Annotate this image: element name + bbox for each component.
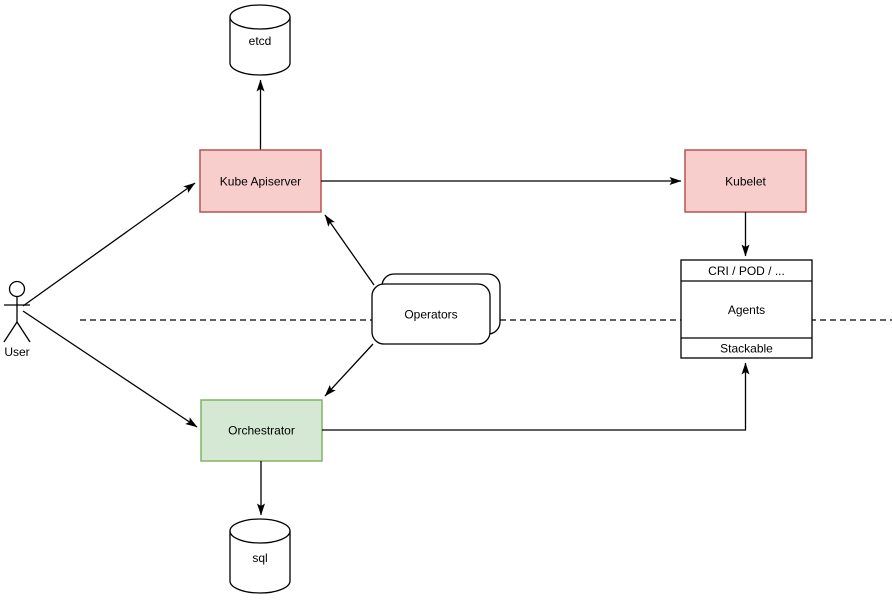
operators-label: Operators xyxy=(404,308,457,322)
edge-orchestrator-to-node-stack xyxy=(322,362,750,431)
etcd-label: etcd xyxy=(249,34,272,48)
edge-user-to-orchestrator xyxy=(22,310,198,428)
edge-user-to-kube-apiserver xyxy=(22,182,196,307)
orchestrator-box xyxy=(200,399,323,462)
sql-cylinder-lid xyxy=(229,530,291,544)
edge-operators-to-orchestrator xyxy=(324,343,374,397)
user-label: User xyxy=(4,345,29,359)
node-operators: Operators xyxy=(371,273,501,345)
node-stack-section-agents: Agents xyxy=(728,303,765,317)
operators-front-card xyxy=(371,283,491,345)
edge-operators-to-kube-apiserver xyxy=(324,214,375,286)
node-stack-box xyxy=(680,259,813,359)
kubelet-box xyxy=(684,149,807,213)
database-etcd: etcd xyxy=(229,4,291,76)
kubelet-label: Kubelet xyxy=(725,175,766,189)
actor-head xyxy=(8,280,26,298)
node-orchestrator: Orchestrator xyxy=(200,399,323,462)
kube-apiserver-label: Kube Apiserver xyxy=(220,175,301,189)
node-kubelet: Kubelet xyxy=(684,149,807,213)
node-stack: CRI / POD / ... Agents Stackable xyxy=(680,259,813,359)
node-kube-apiserver: Kube Apiserver xyxy=(199,149,322,213)
sql-label: sql xyxy=(252,551,267,565)
node-stack-section-cri-pod: CRI / POD / ... xyxy=(708,264,785,278)
actor-user: User xyxy=(3,280,31,359)
node-stack-section-stackable: Stackable xyxy=(720,342,773,356)
actor-right-leg xyxy=(16,321,31,343)
database-sql: sql xyxy=(229,518,291,594)
orchestrator-label: Orchestrator xyxy=(228,424,295,438)
etcd-cylinder-lid xyxy=(229,16,291,30)
actor-left-leg xyxy=(3,321,18,343)
